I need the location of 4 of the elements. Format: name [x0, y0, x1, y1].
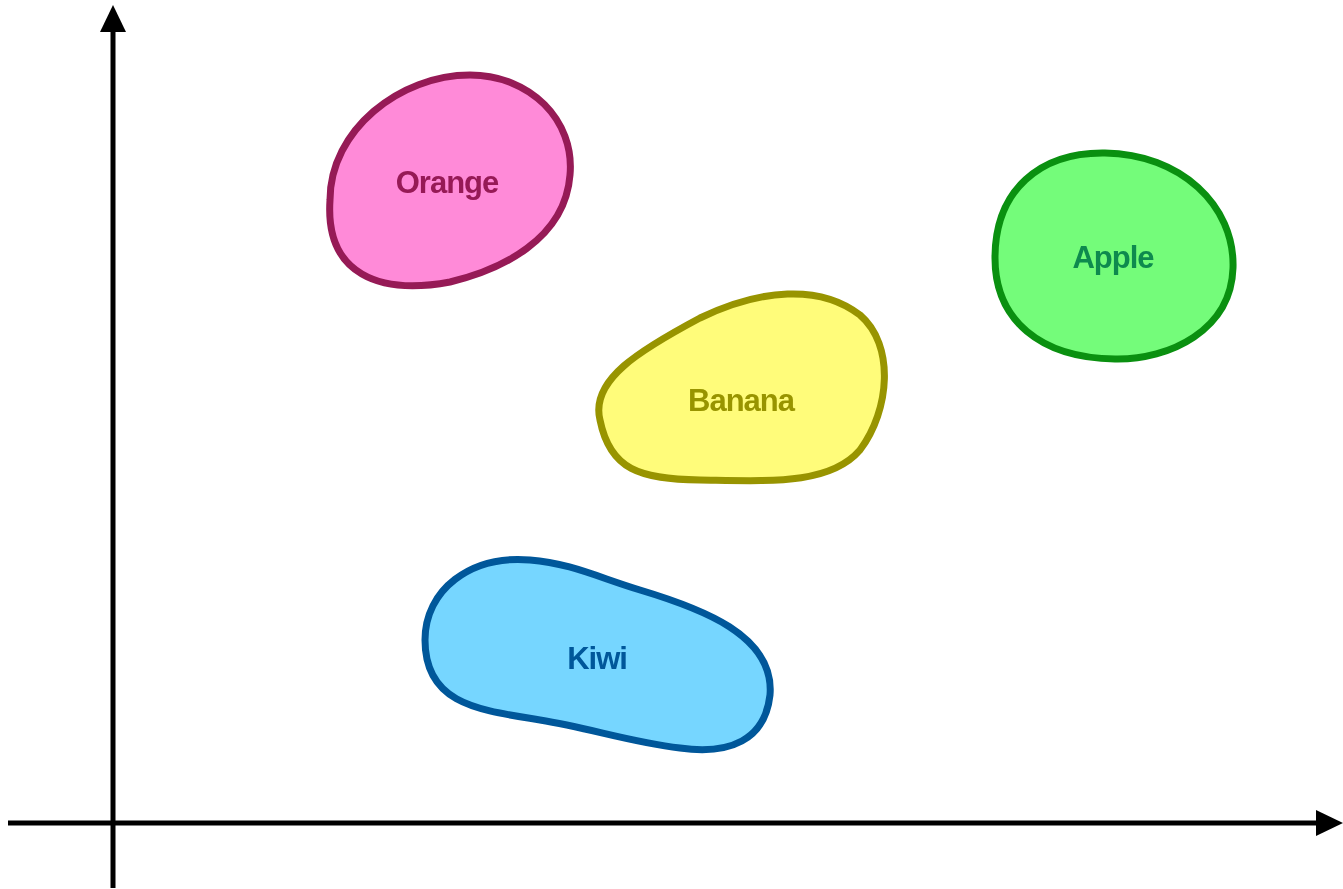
blob-label: Apple — [1072, 240, 1154, 276]
blob-label: Kiwi — [567, 641, 627, 677]
blob-label: Banana — [688, 383, 794, 419]
blob-label: Orange — [395, 165, 499, 201]
